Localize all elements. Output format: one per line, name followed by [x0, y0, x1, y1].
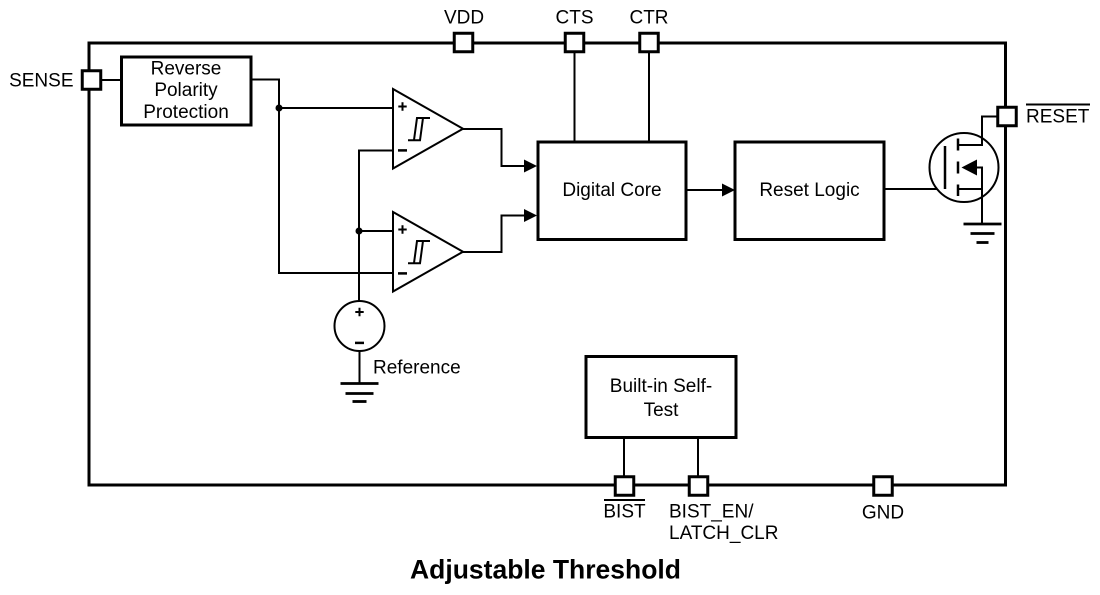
svg-text:Test: Test — [644, 400, 680, 421]
svg-text:BIST: BIST — [603, 502, 646, 523]
svg-text:SENSE: SENSE — [9, 71, 73, 92]
svg-text:Digital Core: Digital Core — [562, 180, 661, 201]
svg-text:Adjustable Threshold: Adjustable Threshold — [410, 555, 681, 585]
svg-text:CTS: CTS — [556, 8, 594, 29]
svg-text:Protection: Protection — [143, 102, 229, 123]
svg-text:LATCH_CLR: LATCH_CLR — [669, 523, 778, 544]
svg-text:Reference: Reference — [373, 358, 461, 379]
svg-text:Reverse: Reverse — [151, 59, 222, 80]
svg-text:Reset Logic: Reset Logic — [759, 180, 859, 201]
svg-text:CTR: CTR — [629, 8, 668, 29]
svg-text:BIST_EN/: BIST_EN/ — [669, 502, 754, 523]
svg-text:RESET: RESET — [1026, 107, 1090, 128]
svg-text:VDD: VDD — [444, 8, 484, 29]
svg-text:GND: GND — [862, 503, 904, 524]
svg-text:Built-in Self-: Built-in Self- — [610, 376, 712, 397]
svg-text:Polarity: Polarity — [154, 80, 218, 101]
